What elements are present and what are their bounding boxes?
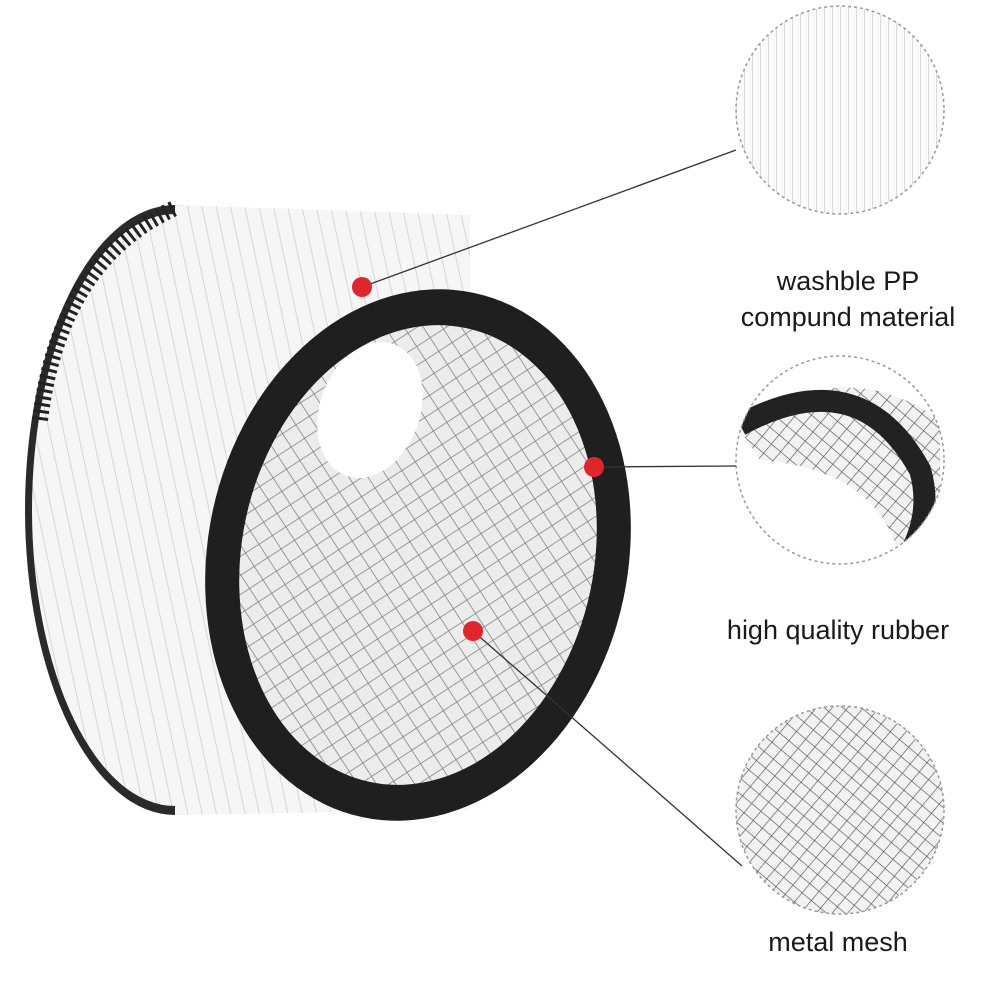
leader-line-pp xyxy=(361,149,737,288)
leader-line-mesh xyxy=(472,630,743,867)
callout-line: washble PP xyxy=(776,266,920,296)
detail-pleated-filter xyxy=(735,5,945,215)
marker-mesh xyxy=(463,621,483,641)
marker-pp xyxy=(352,277,372,297)
callout-label-pp: washble PP compund material xyxy=(741,263,956,335)
leader-line-rubber xyxy=(593,465,737,468)
detail-rubber-gasket xyxy=(735,355,945,565)
callout-line: compund material xyxy=(740,302,956,332)
callout-line: metal mesh xyxy=(768,927,908,957)
rubber-ring xyxy=(205,289,631,821)
callout-label-mesh: metal mesh xyxy=(768,924,908,960)
callout-label-rubber: high quality rubber xyxy=(727,612,949,648)
callout-line: high quality rubber xyxy=(726,615,950,645)
marker-rubber xyxy=(584,457,604,477)
detail-metal-mesh xyxy=(735,705,945,915)
